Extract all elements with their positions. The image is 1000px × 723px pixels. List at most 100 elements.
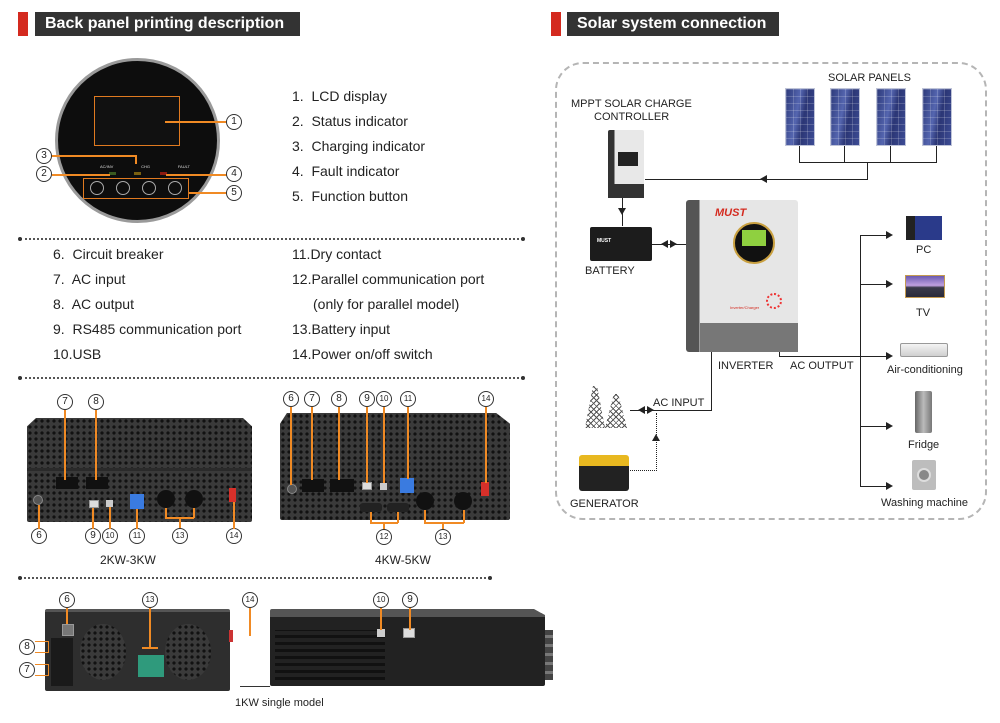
- wire: [844, 146, 845, 162]
- callout-7: 7: [19, 662, 35, 678]
- callout-bracket: [142, 647, 158, 649]
- ac-output-wire: [779, 356, 891, 357]
- callout-line: [233, 502, 235, 529]
- wire: [860, 284, 886, 285]
- callout-line: [92, 508, 94, 529]
- callout-line: [383, 522, 385, 530]
- enter-button[interactable]: [168, 181, 182, 195]
- power-switch: [229, 630, 233, 642]
- legend-item-13: 13.Battery input: [292, 321, 391, 337]
- ac-output-socket: [330, 479, 354, 492]
- ac-terminal-block: [51, 638, 73, 686]
- wire: [860, 486, 886, 487]
- inverter-brand: MUST: [715, 207, 747, 219]
- callout-line: [383, 407, 385, 483]
- legend-item-1: 1. LCD display: [292, 88, 387, 104]
- legend-item-8: 8. AC output: [53, 296, 134, 312]
- battery-terminal-neg: [185, 490, 203, 508]
- indicator-label-chg: CHG: [141, 164, 151, 169]
- load-label-tv: TV: [916, 307, 931, 319]
- wire: [711, 352, 712, 410]
- wire: [799, 146, 800, 162]
- panel-bus: [799, 162, 937, 163]
- legend-item-5: 5. Function button: [292, 188, 408, 204]
- inverter-sub-label: Inverter/Charger: [730, 305, 760, 310]
- callout-10: 10: [102, 528, 118, 544]
- callout-bracket: [35, 641, 49, 653]
- panel-to-controller-wire: [645, 179, 868, 180]
- up-button[interactable]: [116, 181, 130, 195]
- callout-line-3: [50, 155, 136, 157]
- callout-13: 13: [142, 592, 158, 608]
- callout-line: [463, 510, 465, 523]
- washer-door: [917, 468, 931, 482]
- legend-item-6: 6. Circuit breaker: [53, 246, 164, 262]
- callout-line: [338, 407, 340, 480]
- callout-line-1: [165, 121, 227, 123]
- wire: [890, 146, 891, 162]
- ac-output-label: AC OUTPUT: [790, 360, 854, 372]
- arrow-right-icon: [886, 422, 893, 430]
- callout-13: 13: [172, 528, 188, 544]
- status-led: [109, 172, 116, 175]
- legend-item-3: 3. Charging indicator: [292, 138, 426, 154]
- load-bus: [860, 235, 861, 487]
- callout-line: [165, 508, 167, 518]
- callout-11: 11: [400, 391, 416, 407]
- callout-6: 6: [59, 592, 75, 608]
- callout-2: 2: [36, 166, 52, 182]
- callout-line: [64, 410, 66, 480]
- callout-line: [311, 407, 313, 480]
- down-button[interactable]: [142, 181, 156, 195]
- legend-item-7: 7. AC input: [53, 271, 126, 287]
- generator-wire-v: [656, 413, 657, 471]
- load-label-washing-machine: Washing machine: [881, 497, 969, 509]
- callout-8: 8: [19, 639, 35, 655]
- callout-14: 14: [478, 391, 494, 407]
- callout-6: 6: [31, 528, 47, 544]
- parallel-port-1: [360, 503, 382, 512]
- model-caption-2kw-3kw: 2KW-3KW: [100, 553, 156, 567]
- callout-line: [380, 608, 382, 630]
- circuit-breaker: [62, 624, 74, 636]
- arrow-right-icon: [886, 280, 893, 288]
- callout-line: [38, 505, 40, 529]
- arrow-right-icon: [647, 406, 654, 414]
- arrow-down-icon: [618, 208, 626, 215]
- callout-9: 9: [359, 391, 375, 407]
- callout-line: [424, 510, 426, 523]
- rs485-port: [362, 482, 372, 490]
- callout-9: 9: [402, 592, 418, 608]
- legend-item-14: 14.Power on/off switch: [292, 346, 433, 362]
- menu-button[interactable]: [90, 181, 104, 195]
- controller-screen: [618, 152, 638, 166]
- indicator-labels: AC/INV CHG FAULT: [100, 164, 190, 169]
- callout-5: 5: [226, 185, 242, 201]
- wire: [867, 162, 868, 179]
- legend-item-12-note: (only for parallel model): [313, 296, 460, 312]
- inverter-lcd: [742, 230, 766, 246]
- callout-8: 8: [88, 394, 104, 410]
- callout-4: 4: [226, 166, 242, 182]
- circuit-breaker: [287, 484, 297, 494]
- solar-panel-4: [922, 88, 952, 146]
- pc-icon: [906, 216, 942, 240]
- inverter-bottom-panel: [700, 323, 798, 352]
- ac-input-label: AC INPUT: [653, 397, 705, 409]
- arrow-left-icon: [661, 240, 668, 248]
- ac-input-socket: [302, 479, 324, 492]
- model-caption-4kw-5kw: 4KW-5KW: [375, 553, 431, 567]
- callout-line: [397, 512, 399, 523]
- callout-11: 11: [129, 528, 145, 544]
- dry-contact: [130, 494, 144, 509]
- legend-item-9: 9. RS485 communication port: [53, 321, 242, 337]
- wire: [936, 146, 937, 162]
- solar-panels-label: SOLAR PANELS: [828, 72, 911, 84]
- legend-item-10: 10.USB: [53, 346, 102, 362]
- load-label-fridge: Fridge: [908, 439, 940, 451]
- callout-line: [370, 512, 372, 523]
- battery-label: BATTERY: [585, 265, 635, 277]
- parallel-port-2: [387, 503, 409, 512]
- solar-panel-2: [830, 88, 860, 146]
- separator-2: [18, 376, 525, 380]
